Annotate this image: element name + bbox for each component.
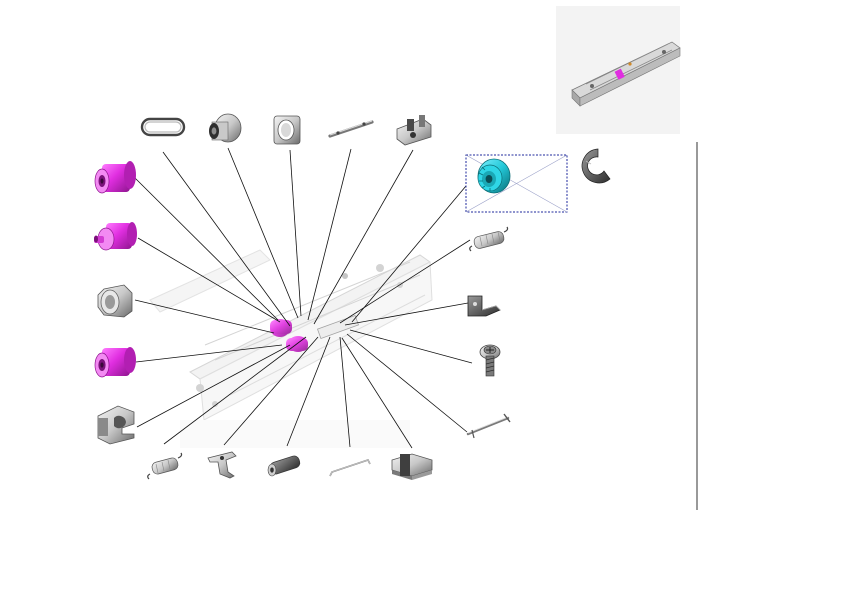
leader-line <box>339 239 471 324</box>
leader-line <box>223 336 319 446</box>
roller-icon[interactable] <box>94 161 136 194</box>
leader-line <box>346 333 468 433</box>
e-ring-icon[interactable] <box>581 148 611 184</box>
shaft-icon[interactable] <box>328 120 374 138</box>
spring-icon[interactable] <box>469 226 509 252</box>
clip-bracket-icon[interactable] <box>97 405 135 445</box>
belt-loop-icon[interactable] <box>140 117 186 137</box>
roller-icon[interactable] <box>94 347 136 378</box>
roller-icon[interactable] <box>267 455 301 477</box>
flanged-bushing-icon[interactable] <box>273 115 301 145</box>
leader-line <box>134 177 279 321</box>
leader-line <box>339 336 351 448</box>
guide-block-icon[interactable] <box>391 453 433 480</box>
assembly-thumbnail-icon <box>556 6 681 134</box>
leader-line <box>162 151 291 327</box>
rod-icon[interactable] <box>466 413 511 439</box>
spring-icon[interactable] <box>147 452 183 480</box>
lever-icon[interactable] <box>207 451 237 479</box>
feeder-assembly-icon <box>149 249 433 448</box>
roller-icon[interactable] <box>94 222 137 251</box>
wire-link-icon[interactable] <box>329 459 371 477</box>
leader-line <box>307 148 352 321</box>
hub-icon[interactable] <box>97 284 133 318</box>
leader-line <box>286 336 331 447</box>
bracket-icon[interactable] <box>396 115 432 146</box>
bushing-icon[interactable] <box>209 113 242 143</box>
leader-line <box>137 237 281 323</box>
leader-line <box>135 344 283 363</box>
leader-line <box>289 149 302 317</box>
angle-bracket-icon[interactable] <box>467 295 501 317</box>
pulley-icon[interactable] <box>477 158 511 194</box>
leader-line <box>341 337 413 449</box>
leader-line <box>227 147 299 319</box>
leader-line <box>136 344 291 428</box>
leader-line <box>134 299 275 334</box>
leader-line <box>351 173 477 323</box>
leader-line <box>313 149 414 325</box>
screw-icon[interactable] <box>479 344 501 377</box>
leader-lines <box>134 147 477 449</box>
leader-line <box>349 329 473 364</box>
leader-line <box>163 336 307 445</box>
leader-line <box>344 302 469 326</box>
